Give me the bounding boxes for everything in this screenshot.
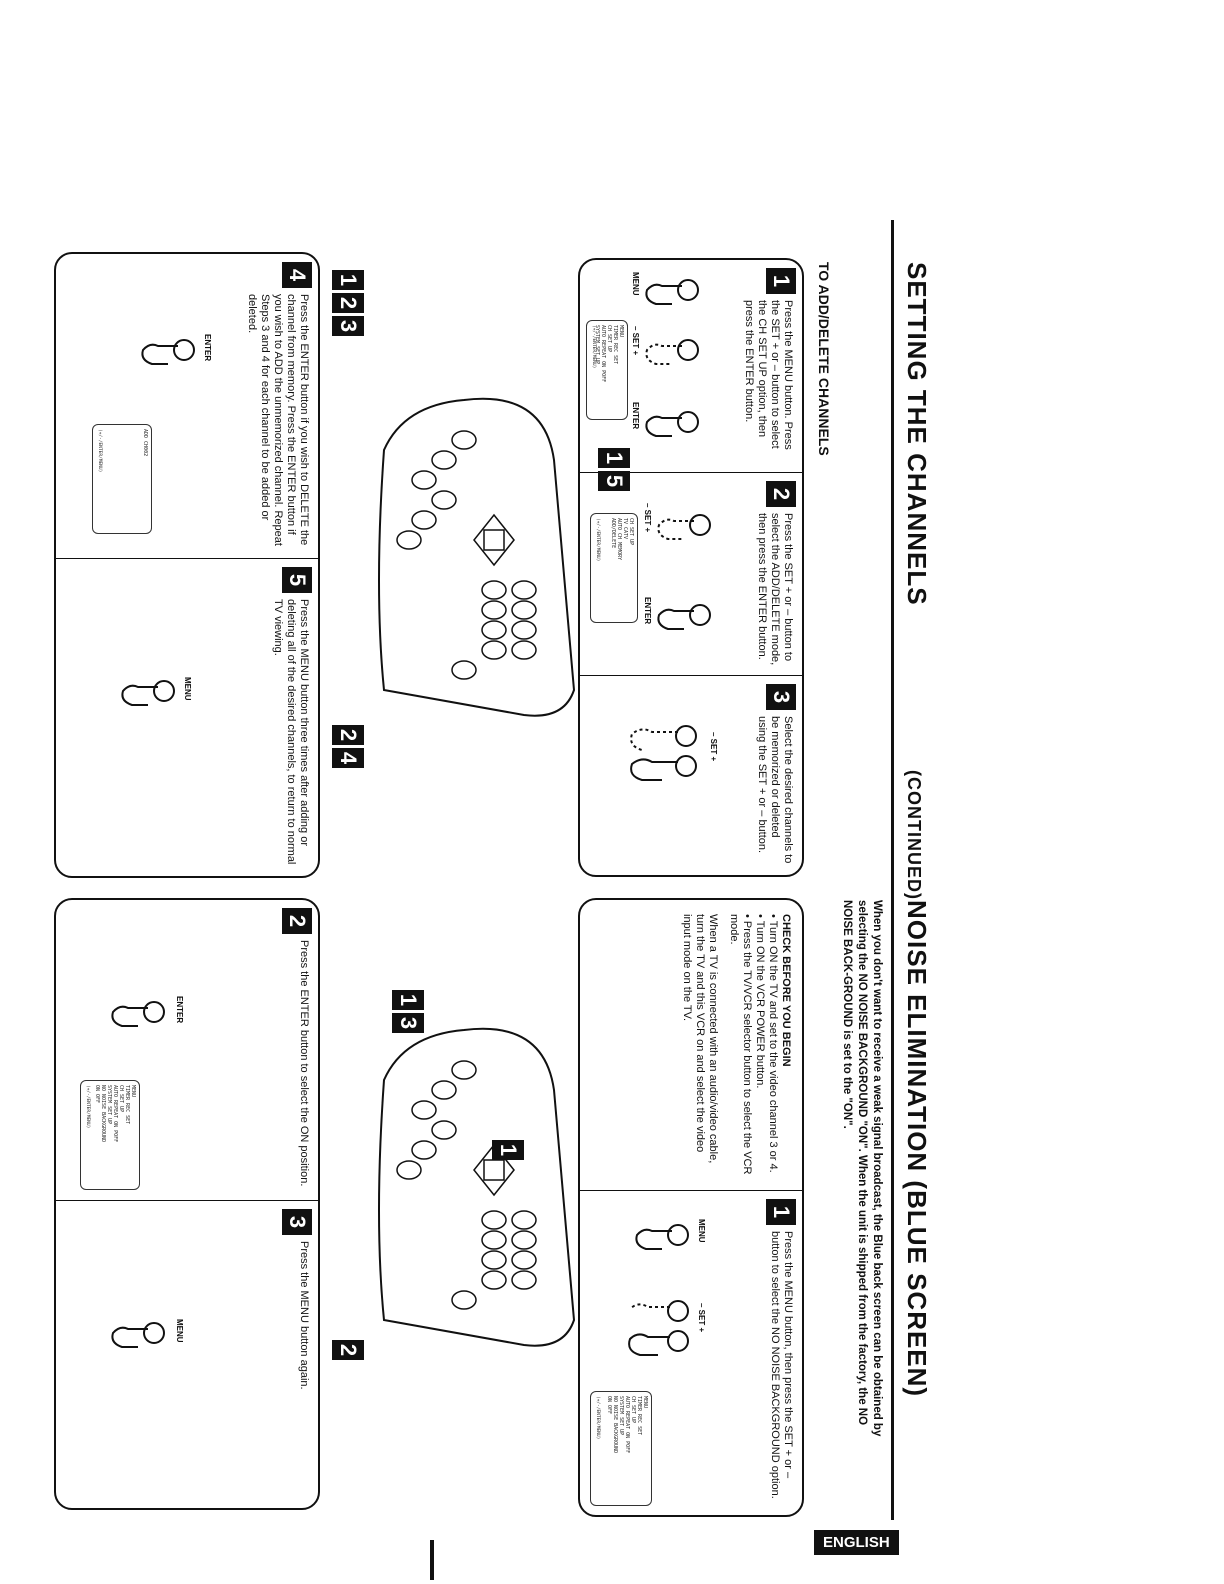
step-panel-bottom-right: 2 Press the ENTER button to select the O… xyxy=(54,898,320,1510)
step-number: 4 xyxy=(282,262,312,288)
button-label: – SET + xyxy=(709,732,718,762)
step-2-cell: 2 Press the SET + or – button to select … xyxy=(580,472,802,676)
pressing-hand-icon xyxy=(628,1300,689,1356)
pressing-hand-icon xyxy=(630,725,697,781)
page-title: SETTING THE CHANNELS xyxy=(902,262,932,606)
step-text: Press the MENU button, then press the SE… xyxy=(769,1231,794,1499)
pressing-hand-icon xyxy=(635,1224,689,1250)
section-subheading: TO ADD/DELETE CHANNELS xyxy=(816,262,832,456)
pressing-hand-icon xyxy=(657,604,711,630)
step-number: 1 xyxy=(766,1199,796,1225)
step-callout: 2 xyxy=(332,1340,364,1360)
pressing-hand-icon xyxy=(121,680,175,706)
step-text: Select the desired channels to be memori… xyxy=(756,716,794,864)
tv-menu-screen: CH SET UP TV CATV AUTO CH MEMORY ADD/DEL… xyxy=(590,513,638,623)
step-text: Press the MENU button again. xyxy=(298,1241,310,1390)
tv-menu-screen: MENU TIMER REC SET CH SET UP AUTO REPEAT… xyxy=(590,1391,652,1506)
pressing-hand-icon xyxy=(111,1322,165,1348)
button-label: ENTER xyxy=(631,402,640,430)
button-label: – SET + xyxy=(643,503,652,533)
step-panel-bottom: 4 Press the ENTER button if you wish to … xyxy=(54,252,320,878)
step-number: 2 xyxy=(766,481,796,507)
step-panel-top: 1 Press the MENU button. Press the SET +… xyxy=(578,258,804,877)
pressing-hand-icon xyxy=(111,1001,165,1027)
step-1-cell: 1 Press the MENU button, then press the … xyxy=(580,1190,802,1516)
step-text: Press the ENTER button if you wish to DE… xyxy=(246,294,310,546)
tv-menu-screen: MENU TIMER REC SET CH SET UP AUTO REPEAT… xyxy=(586,320,628,420)
step-number: 2 xyxy=(282,908,312,934)
language-badge: ENGLISH xyxy=(814,1530,899,1555)
page-mark xyxy=(430,1540,434,1580)
step-text: Press the MENU button three times after … xyxy=(272,599,310,865)
button-label: ENTER xyxy=(643,597,652,625)
button-label: – SET + xyxy=(631,326,640,356)
continued-label: (CONTINUED) xyxy=(904,770,924,900)
header-rule xyxy=(891,220,894,1520)
button-label: ENTER xyxy=(203,334,212,362)
check-cell: CHECK BEFORE YOU BEGIN • Turn ON the TV … xyxy=(580,900,802,1190)
pressing-hand-icon xyxy=(645,339,699,365)
check-before-you-begin: CHECK BEFORE YOU BEGIN • Turn ON the TV … xyxy=(681,914,792,1175)
section-title: NOISE ELIMINATION (BLUE SCREEN) xyxy=(902,900,932,1398)
button-label: MENU xyxy=(631,272,640,296)
pressing-hand-icon xyxy=(141,339,195,365)
step-3-cell: 3 Select the desired channels to be memo… xyxy=(580,675,802,876)
step-5-cell: 5 Press the MENU button three times afte… xyxy=(56,558,318,877)
step-number: 3 xyxy=(766,684,796,710)
section-intro: When you don't want to receive a weak si… xyxy=(841,900,883,1437)
step-number: 5 xyxy=(282,567,312,593)
button-label: MENU xyxy=(175,1319,184,1343)
button-label: – SET + xyxy=(697,1303,706,1333)
step-4-cell: 4 Press the ENTER button if you wish to … xyxy=(56,254,318,558)
pressing-hand-icon xyxy=(645,279,699,305)
step-number: 1 xyxy=(766,268,796,294)
tv-menu-screen: MENU TIMER REC SET CH SET UP AUTO REPEAT… xyxy=(80,1080,140,1190)
button-label: ENTER xyxy=(175,996,184,1024)
tv-menu-screen: ADD CH002 (+/-/ENTER/MENU) xyxy=(92,424,152,534)
pressing-hand-icon xyxy=(657,514,711,540)
step-2-cell: 2 Press the ENTER button to select the O… xyxy=(56,900,318,1200)
step-number: 3 xyxy=(282,1209,312,1235)
check-panel: CHECK BEFORE YOU BEGIN • Turn ON the TV … xyxy=(578,898,804,1517)
remote-control-illustration xyxy=(378,397,576,717)
step-text: Press the SET + or – button to select th… xyxy=(756,513,794,666)
remote-control-illustration xyxy=(378,1027,576,1347)
pressing-hand-icon xyxy=(645,411,699,437)
step-text: Press the MENU button. Press the SET + o… xyxy=(743,300,794,450)
button-label: MENU xyxy=(697,1219,706,1243)
step-callout: 1 xyxy=(492,1140,524,1160)
step-text: Press the ENTER button to select the ON … xyxy=(298,940,310,1187)
step-1-cell: 1 Press the MENU button. Press the SET +… xyxy=(580,260,802,472)
step-3-cell: 3 Press the MENU button again. MENU xyxy=(56,1200,318,1509)
button-label: MENU xyxy=(183,677,192,701)
